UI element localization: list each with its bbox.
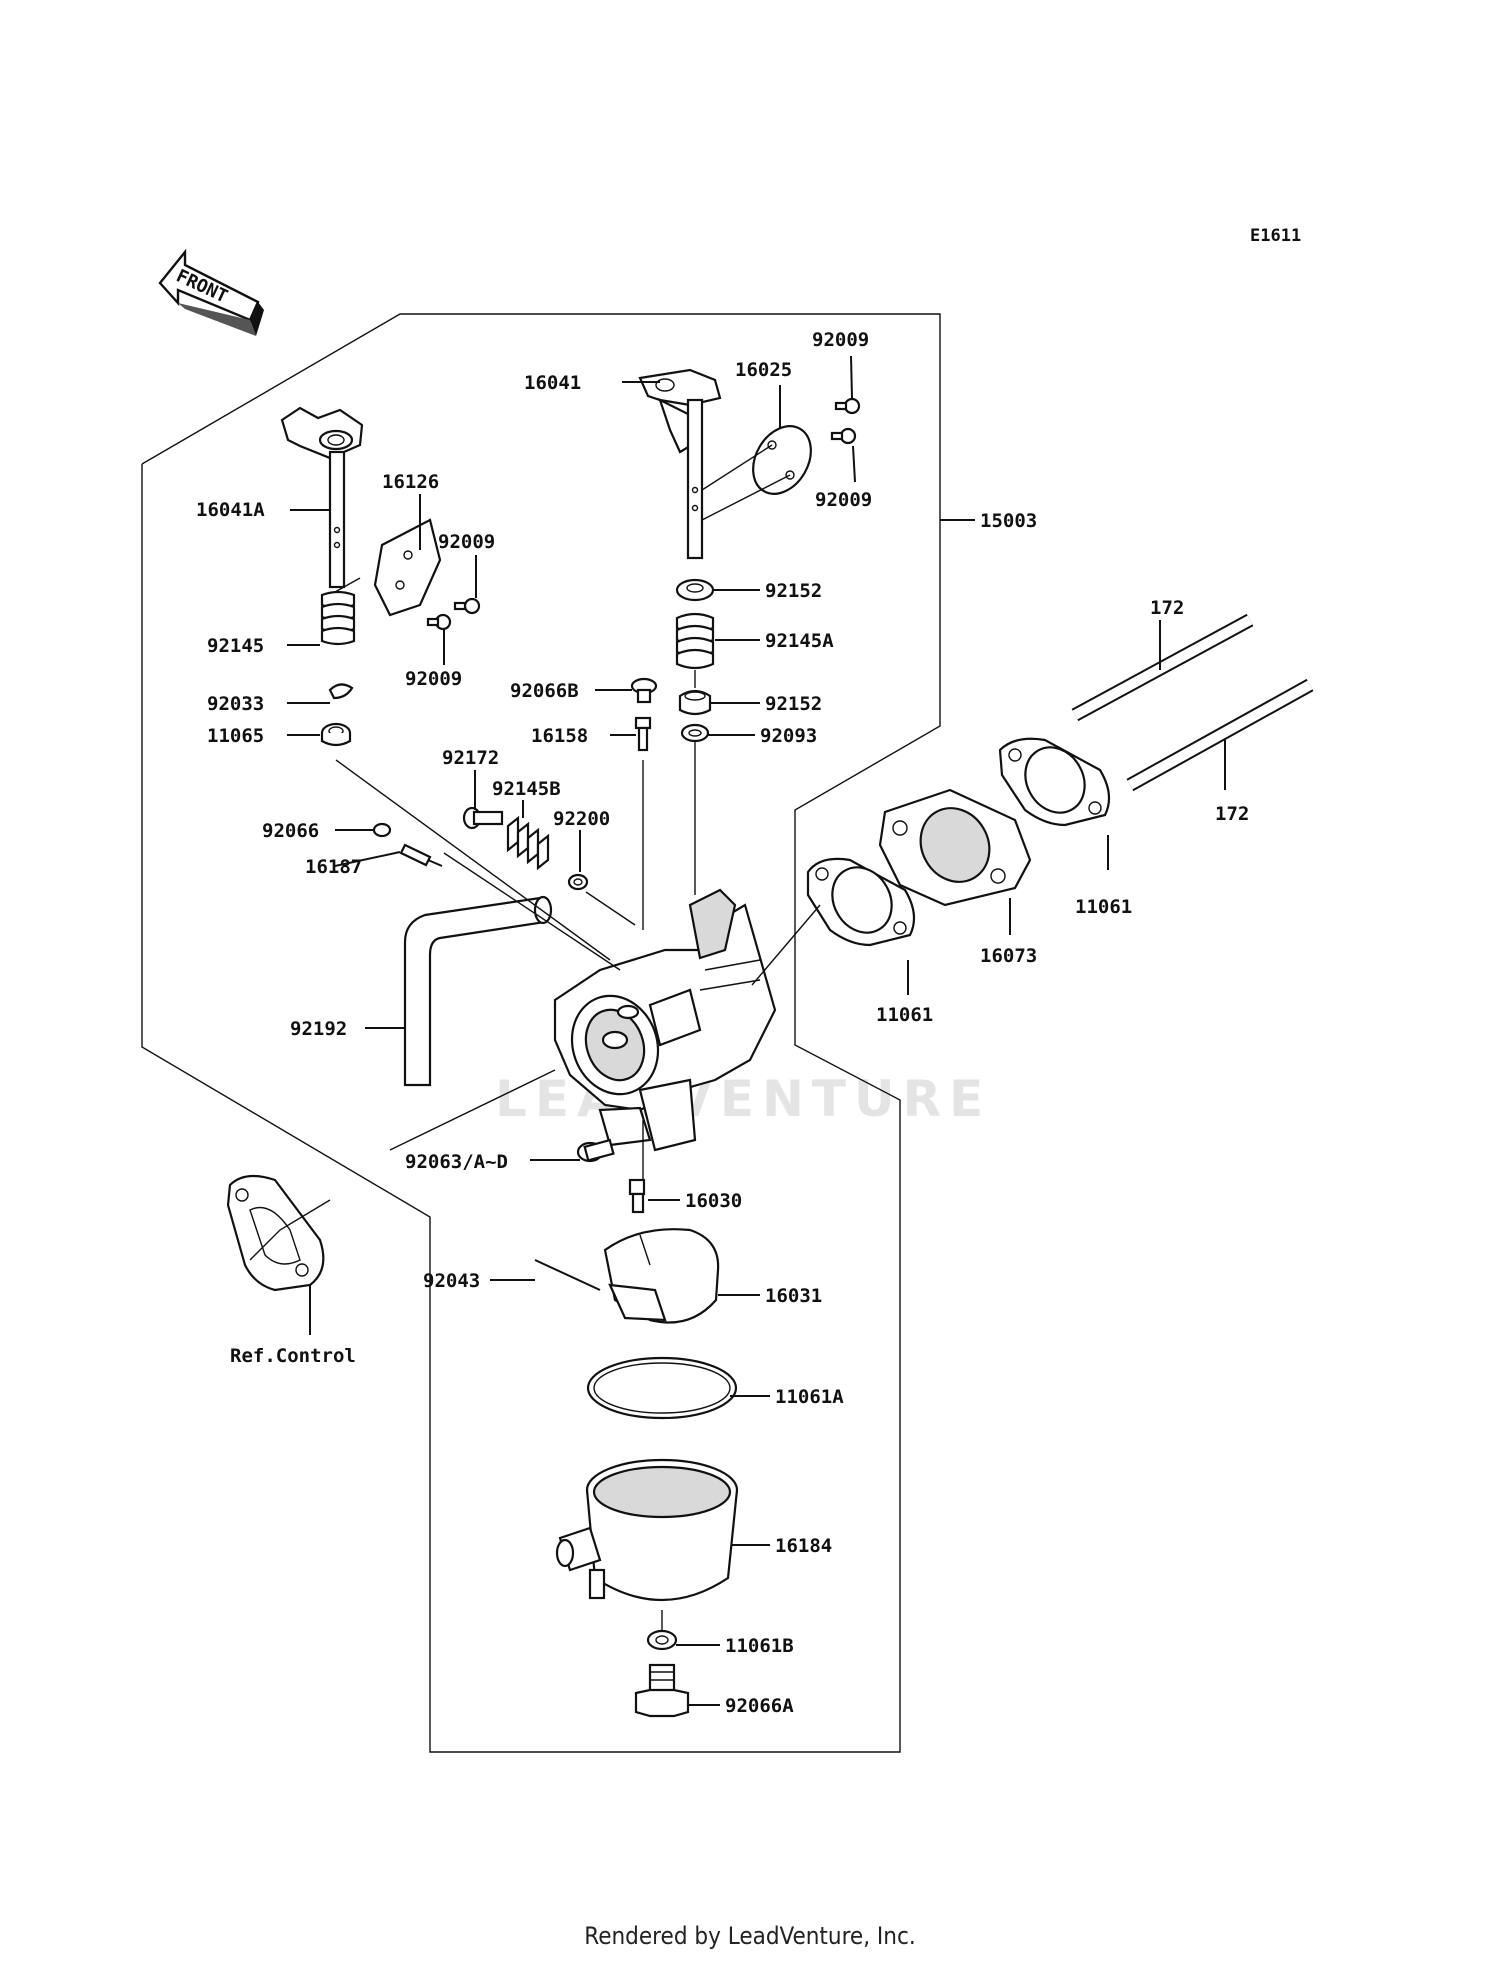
part-label: 16031 xyxy=(765,1285,822,1307)
assembly-boundary xyxy=(141,313,941,1753)
part-label: 15003 xyxy=(980,510,1037,532)
part-label: 92009 xyxy=(438,531,495,553)
stud-icon xyxy=(1071,613,1254,722)
gasket-icon xyxy=(806,857,916,947)
part-label: 16158 xyxy=(531,725,588,747)
part-label: 16126 xyxy=(382,471,439,493)
ref-control-label: Ref.Control xyxy=(230,1345,356,1367)
control-gasket-icon xyxy=(226,1174,325,1292)
o-ring-icon xyxy=(567,873,589,891)
washer-icon xyxy=(675,578,715,602)
part-label: 11061 xyxy=(876,1004,933,1026)
choke-shaft-assembly xyxy=(280,406,481,747)
bowl-gasket-icon xyxy=(586,1356,738,1420)
front-arrow-icon: FRONT xyxy=(158,248,264,336)
spring-icon xyxy=(320,577,361,646)
part-label: 16187 xyxy=(305,856,362,878)
part-label: 16041A xyxy=(196,499,265,521)
part-label: 16073 xyxy=(980,945,1037,967)
screw-icon xyxy=(426,613,452,631)
part-label: 92066B xyxy=(510,680,579,702)
part-label: 92063/A~D xyxy=(405,1151,508,1173)
part-label: 92200 xyxy=(553,808,610,830)
screw-icon xyxy=(630,677,658,704)
screw-icon xyxy=(834,397,861,415)
jet-icon xyxy=(628,1178,646,1214)
float-icon xyxy=(603,1228,720,1324)
spring-icon xyxy=(506,815,550,871)
bolt-icon xyxy=(634,1663,690,1718)
washer-icon xyxy=(678,689,712,716)
gasket-icon xyxy=(998,737,1111,827)
carburetor-body xyxy=(553,888,777,1152)
part-label: 92145B xyxy=(492,778,561,800)
part-label: 92033 xyxy=(207,693,264,715)
diagram-code: E1611 xyxy=(1250,226,1301,246)
part-label: 92172 xyxy=(442,747,499,769)
part-label: 92009 xyxy=(405,668,462,690)
drain-screw-icon xyxy=(576,1138,615,1163)
part-label: 16025 xyxy=(735,359,792,381)
fuel-hose-icon xyxy=(403,895,553,1087)
float-bowl-icon xyxy=(555,1458,739,1601)
o-ring-icon xyxy=(372,822,392,838)
part-label: 92145 xyxy=(207,635,264,657)
part-label: 92043 xyxy=(423,1270,480,1292)
float-pin-icon xyxy=(534,1259,601,1291)
circlip-icon xyxy=(328,683,354,700)
stud-icon xyxy=(1126,678,1314,792)
part-label: 11061A xyxy=(775,1386,844,1408)
part-label: 172 xyxy=(1215,803,1249,825)
part-label: 16041 xyxy=(524,372,581,394)
part-label: 11061 xyxy=(1075,896,1132,918)
part-label: 92009 xyxy=(815,489,872,511)
part-label: 92066 xyxy=(262,820,319,842)
part-label: 92152 xyxy=(765,580,822,602)
part-label: 11061B xyxy=(725,1635,794,1657)
part-labels: 92009 16041 16025 92009 15003 16041A 161… xyxy=(196,329,1249,1717)
jet-icon xyxy=(634,716,652,752)
idle-screw-icon xyxy=(462,806,504,830)
part-label: 92192 xyxy=(290,1018,347,1040)
part-label: 16030 xyxy=(685,1190,742,1212)
part-label: 11065 xyxy=(207,725,264,747)
part-label: 172 xyxy=(1150,597,1184,619)
screw-icon xyxy=(453,597,481,615)
screw-icon xyxy=(830,427,857,445)
part-label: 92093 xyxy=(760,725,817,747)
part-label: 16184 xyxy=(775,1535,832,1557)
washer-icon xyxy=(646,1629,678,1651)
throttle-shaft-assembly xyxy=(638,368,861,743)
watermark: LEADVENTURE xyxy=(495,1070,991,1128)
needle-icon xyxy=(399,843,443,867)
leader-lines xyxy=(249,355,1226,1706)
part-label: 92066A xyxy=(725,1695,794,1717)
seal-icon xyxy=(320,722,352,747)
footer-credit: Rendered by LeadVenture, Inc. xyxy=(584,1922,916,1950)
part-label: 92009 xyxy=(812,329,869,351)
seal-icon xyxy=(680,723,710,743)
insulator-icon xyxy=(878,788,1032,907)
spring-icon xyxy=(675,612,715,670)
part-label: 92145A xyxy=(765,630,834,652)
part-label: 92152 xyxy=(765,693,822,715)
